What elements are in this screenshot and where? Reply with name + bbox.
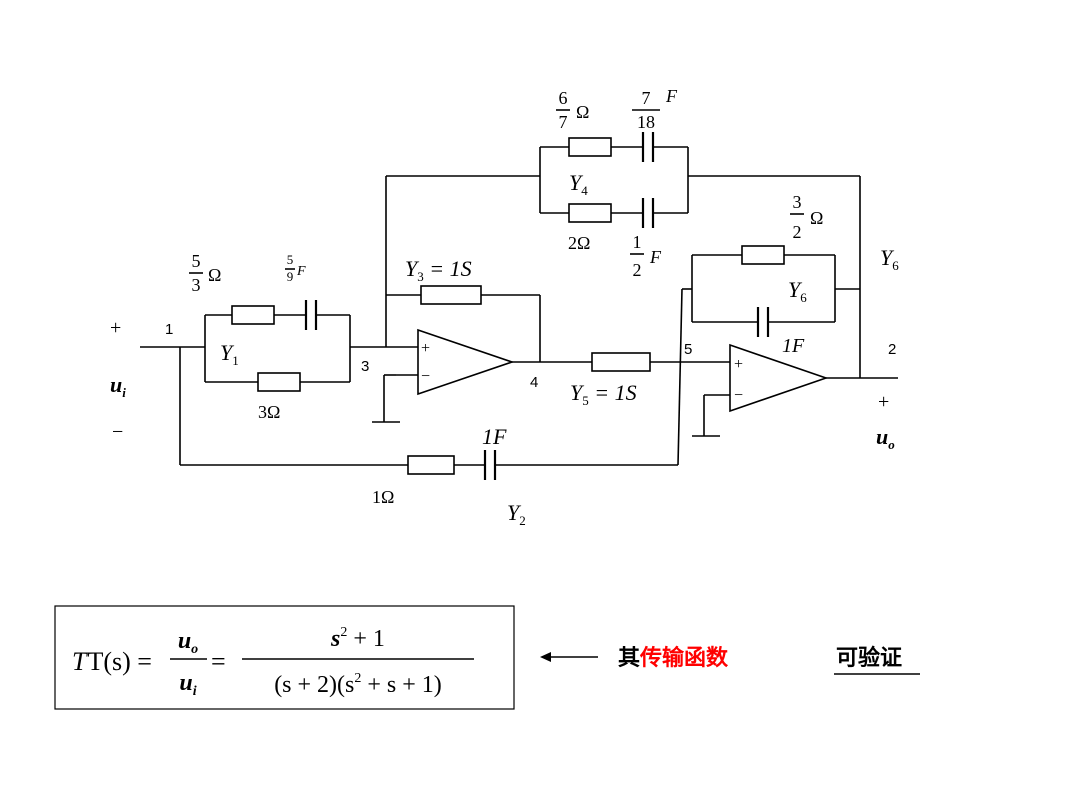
- node-3-label: 3: [361, 358, 369, 375]
- capacitor-y1: [304, 300, 318, 330]
- resistor-y5: [591, 352, 651, 372]
- svg-text:6: 6: [559, 88, 568, 108]
- svg-text:F: F: [296, 264, 306, 279]
- y5-label: Y5 = 1S: [570, 380, 637, 408]
- svg-text:s2 + 1: s2 + 1: [330, 625, 385, 652]
- svg-text:2: 2: [793, 222, 802, 242]
- y6-outer-label: Y6: [880, 245, 899, 273]
- wires: [140, 146, 898, 466]
- resistor-y2: [407, 455, 455, 475]
- node-4-label: 4: [530, 374, 538, 391]
- node-1-label: 1: [165, 321, 173, 338]
- svg-text:F: F: [665, 86, 678, 106]
- opamp-1-plus: +: [421, 340, 430, 357]
- node-5-label: 5: [684, 341, 692, 358]
- value-y2-capacitor: 1F: [482, 424, 507, 449]
- value-y6-resistor: 3 2 Ω: [790, 192, 823, 242]
- svg-text:3: 3: [793, 192, 802, 212]
- value-y1-r2: 3Ω: [258, 402, 280, 422]
- output-voltage-label: uo: [876, 424, 895, 452]
- opamp-2: + −: [729, 343, 829, 413]
- resistor-y3: [420, 285, 482, 305]
- svg-text:Ω: Ω: [208, 265, 221, 285]
- formula-equals: =: [211, 647, 226, 676]
- resistor-y4-top: [568, 137, 612, 157]
- svg-text:Ω: Ω: [576, 102, 589, 122]
- value-y2-resistor: 1Ω: [372, 487, 394, 507]
- node-labels: 1 3 4 5 2: [165, 321, 896, 391]
- output-plus: +: [878, 391, 889, 413]
- y3-label: Y3 = 1S: [405, 256, 472, 284]
- svg-text:5: 5: [192, 251, 201, 271]
- value-y4-resistor: 6 7 Ω: [556, 88, 589, 132]
- value-y4-capacitor: 7 18 F: [632, 86, 678, 132]
- svg-text:uo: uo: [178, 628, 198, 657]
- value-y4-r2: 2Ω: [568, 233, 590, 253]
- opamp-1-minus: −: [421, 368, 430, 385]
- svg-text:5: 5: [287, 252, 294, 267]
- verify-label: 可验证: [836, 645, 902, 671]
- capacitor-y6: [756, 307, 770, 337]
- svg-text:1: 1: [633, 232, 642, 252]
- opamp-2-minus: −: [734, 387, 743, 404]
- note-text: 其传输函数: [618, 645, 729, 671]
- value-y1-resistor: 5 3 Ω: [189, 251, 221, 295]
- terminal-labels: + ui − + uo: [110, 317, 895, 452]
- svg-text:7: 7: [559, 112, 568, 132]
- capacitor-y4-bottom: [641, 198, 655, 228]
- svg-text:2: 2: [633, 260, 642, 280]
- svg-text:9: 9: [287, 269, 294, 284]
- components: + − + −: [231, 132, 829, 480]
- formula-fraction-2: s2 + 1 (s + 2)(s2 + s + 1): [242, 625, 474, 698]
- svg-text:Ω: Ω: [810, 208, 823, 228]
- input-minus: −: [112, 421, 123, 443]
- input-voltage-label: ui: [110, 372, 126, 400]
- formula-fraction-1: uo ui: [170, 628, 207, 699]
- y2-label: Y2: [507, 500, 526, 528]
- admittance-labels: Y1 Y2 Y3 = 1S Y4 Y5 = 1S Y6 Y6: [220, 170, 899, 528]
- value-y6-capacitor: 1F: [782, 335, 805, 357]
- svg-text:(s + 2)(s2 + s + 1): (s + 2)(s2 + s + 1): [274, 671, 442, 698]
- opamp-1: + −: [417, 328, 515, 396]
- value-y4-c2: 1 2 F: [630, 232, 662, 280]
- left-arrow: [540, 652, 598, 662]
- node-2-label: 2: [888, 341, 896, 358]
- formula-frame: [54, 605, 515, 710]
- formula-lhs: TT(s) =: [72, 647, 152, 676]
- capacitor-y4-top: [641, 132, 655, 162]
- resistor-y4-bottom: [568, 203, 612, 223]
- value-y1-capacitor: 5 9 F: [285, 252, 306, 284]
- resistor-y1-bottom: [257, 372, 301, 392]
- transfer-function-box: TT(s) = uo ui = s2 + 1 (s + 2)(s2 + s + …: [54, 605, 515, 710]
- svg-text:3: 3: [192, 275, 201, 295]
- resistor-y1-top: [231, 305, 275, 325]
- y6-inner-label: Y6: [788, 277, 807, 305]
- y1-label: Y1: [220, 340, 239, 368]
- input-plus: +: [110, 317, 121, 339]
- resistor-y6: [741, 245, 785, 265]
- svg-text:F: F: [649, 247, 662, 267]
- y4-label: Y4: [569, 170, 588, 198]
- component-values: 5 3 Ω 5 9 F 3Ω 6 7 Ω 7 18 F 2Ω 1: [189, 86, 823, 507]
- capacitor-y2: [483, 450, 497, 480]
- svg-text:7: 7: [642, 88, 651, 108]
- svg-text:ui: ui: [179, 670, 196, 699]
- svg-text:18: 18: [637, 112, 655, 132]
- opamp-2-plus: +: [734, 356, 743, 373]
